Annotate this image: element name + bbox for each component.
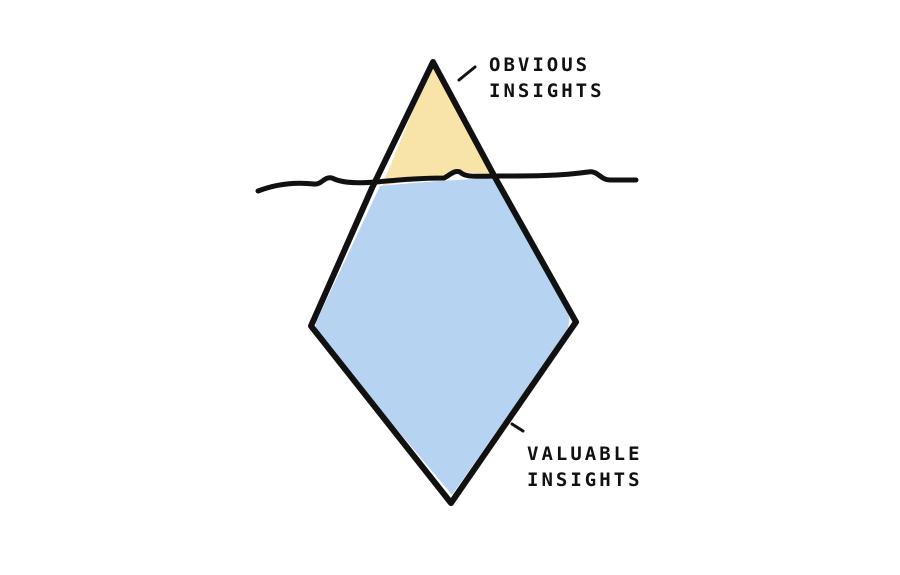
obvious-label-line1: OBVIOUS [489,54,591,76]
valuable-pointer-line [510,422,525,433]
tip-fill [382,64,496,186]
water-line [255,169,639,194]
obvious-label-line2: INSIGHTS [489,80,605,102]
valuable-label-line1: VALUABLE [527,443,643,465]
obvious-insights-label: OBVIOUS INSIGHTS [489,52,605,104]
underwater-body-fill [315,178,570,495]
valuable-label-line2: INSIGHTS [527,469,643,491]
obvious-pointer-line [457,65,477,82]
valuable-insights-label: VALUABLE INSIGHTS [527,441,643,493]
iceberg-outline [308,59,579,506]
